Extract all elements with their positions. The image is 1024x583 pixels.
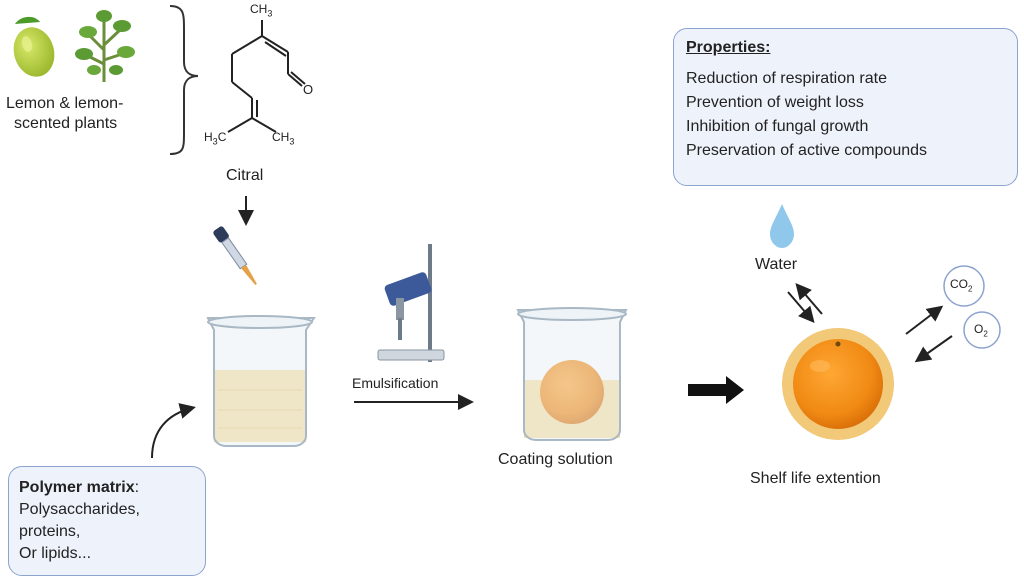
co2-sub: 2 [968,284,973,294]
citral-methyl-top: CH3 [250,2,272,18]
beaker-with-orange-icon [516,307,628,441]
coating-solution-label: Coating solution [498,451,613,468]
citral-structure [227,20,306,133]
shelf-life-label: Shelf life extention [750,470,881,487]
emulsification-label: Emulsification [352,375,439,391]
dropper-icon [213,226,257,285]
me-left-text: H [204,130,213,144]
property-item-2: Inhibition of fungal growth [686,118,869,135]
arrow-polymer-to-beaker [151,403,196,459]
plant-icon [75,10,135,82]
o2-label: O2 [974,322,988,338]
citral-methyl-left: H3C [204,130,226,146]
plants-label-line1: Lemon & lemon- [6,95,124,112]
arrow-water-out [795,282,823,315]
arrow-o2-in [914,335,953,363]
properties-box: Properties: Reduction of respiration rat… [673,28,1018,186]
property-item-1: Prevention of weight loss [686,94,864,111]
brace [169,5,199,155]
water-label: Water [755,256,798,273]
citral-methyl-right: CH3 [272,130,294,146]
coated-orange-icon [782,328,894,440]
arrow-co2-out [905,305,944,335]
citral-label: Citral [226,167,264,184]
o2-sub: 2 [983,329,988,339]
arrow-bold [688,376,744,404]
plants-label: Lemon & lemon- scented plants [6,94,123,134]
me-right-text: CH [272,130,290,144]
property-item-0: Reduction of respiration rate [686,70,887,87]
property-item-3: Preservation of active compounds [686,142,928,159]
co2-circle [943,265,985,307]
beaker-icon [206,315,316,447]
polymer-title-suffix: : [134,479,140,496]
co2-label: CO2 [950,277,972,293]
polymer-item-1: proteins, [19,523,81,540]
me-right-sub: 3 [289,136,295,147]
polymer-item-0: Polysaccharides, [19,501,140,518]
polymer-title: Polymer matrix [19,479,135,496]
me-left-sub: 3 [212,136,218,147]
co2-main: CO [950,277,968,291]
plants-label-line2: scented plants [14,115,118,132]
o2-main: O [974,322,984,336]
o2-circle [963,311,1001,349]
me-top-sub: 3 [267,8,273,19]
homogenizer-icon [377,244,445,362]
arrow-water-in [787,291,815,324]
lemon-icon [13,16,55,77]
water-drop-icon [770,204,794,248]
polymer-title-row: Polymer matrix: [19,477,195,499]
me-left-tail: C [217,130,227,144]
polymer-box: Polymer matrix: Polysaccharides, protein… [8,466,206,576]
me-top-text: CH [250,2,268,16]
polymer-item-2: Or lipids... [19,545,92,562]
properties-title: Properties: [686,39,771,56]
citral-oxygen: O [303,82,314,97]
